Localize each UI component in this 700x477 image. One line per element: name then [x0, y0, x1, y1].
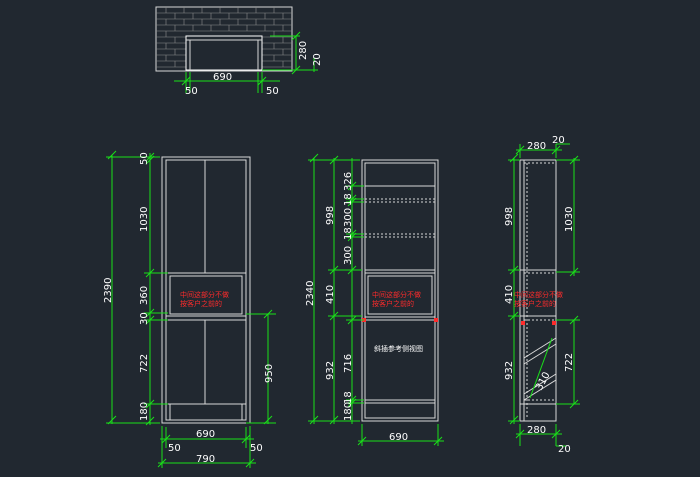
front-dim-50: 50: [139, 152, 150, 165]
section-dimension-lines: [308, 153, 444, 446]
plan-dimension-lines: [174, 31, 318, 93]
plan-dim-280: 280: [298, 41, 309, 60]
front-note-line2: 按客户之前的: [180, 299, 222, 308]
section-dim-410: 410: [325, 285, 336, 304]
side-dim-410: 410: [504, 285, 515, 304]
front-dim-50-right: 50: [250, 443, 263, 454]
section-dim-998: 998: [325, 206, 336, 225]
front-dim-722: 722: [139, 354, 150, 373]
section-dim-18-c: 18: [343, 391, 354, 404]
plan-dim-50-left: 50: [185, 86, 198, 97]
side-note-line1: 中间这部分不做: [514, 290, 563, 299]
section-dim-716: 716: [343, 354, 354, 373]
section-dim-18-b: 18: [343, 227, 354, 240]
side-dim-1030: 1030: [564, 207, 575, 232]
front-dim-1030: 1030: [139, 207, 150, 232]
section-view: 中间这部分不做 按客户之前的 斜插参考侧视图 2340 998: [305, 153, 444, 446]
section-dim-2340: 2340: [305, 281, 316, 306]
side-cabinet: [519, 159, 557, 422]
section-note-line1: 中间这部分不做: [372, 290, 421, 299]
section-dim-180: 180: [343, 402, 354, 421]
front-dim-30: 30: [139, 312, 150, 325]
side-note-line2: 按客户之前的: [514, 299, 556, 308]
side-view: 中间这部分不做 按客户之前的 280 20 998 410: [504, 135, 580, 455]
front-dim-690: 690: [196, 429, 215, 440]
section-dim-690: 690: [389, 432, 408, 443]
section-dim-326: 326: [343, 172, 354, 191]
plan-dim-690: 690: [213, 72, 232, 83]
front-dim-50-left: 50: [168, 443, 181, 454]
side-dim-310: 310: [534, 370, 553, 392]
side-dim-722: 722: [564, 353, 575, 372]
side-dim-20-top: 20: [552, 135, 565, 146]
front-note-line1: 中间这部分不做: [180, 290, 229, 299]
side-dim-932: 932: [504, 361, 515, 380]
brick-pattern: [156, 7, 292, 68]
front-dim-950: 950: [264, 364, 275, 383]
plan-dim-50-right: 50: [266, 86, 279, 97]
plan-dim-20: 20: [312, 53, 323, 66]
front-dim-180: 180: [139, 402, 150, 421]
front-dimension-lines: [106, 150, 276, 468]
section-dim-18-a: 18: [343, 193, 354, 206]
section-note-line2: 按客户之前的: [372, 299, 414, 308]
side-dim-280-top: 280: [527, 141, 546, 152]
side-dim-998: 998: [504, 207, 515, 226]
section-dim-300-b: 300: [343, 246, 354, 265]
side-dim-280-bottom: 280: [527, 425, 546, 436]
section-cabinet: [361, 159, 439, 422]
plan-view: 690 50 50 280 20: [155, 6, 323, 97]
section-view-label: 斜插参考侧视图: [374, 344, 423, 353]
side-dimension-lines: [508, 143, 580, 447]
section-shelves: [365, 198, 435, 238]
side-dim-20-bottom: 20: [558, 444, 571, 455]
plan-cabinet-opening: [185, 35, 263, 71]
front-dim-2390: 2390: [103, 278, 114, 303]
front-dim-790: 790: [196, 454, 215, 465]
front-dim-360: 360: [139, 286, 150, 305]
front-view: 中间这部分不做 按客户之前的 2390 50 1030 360: [103, 150, 276, 468]
side-pins: [521, 321, 556, 325]
section-dim-932: 932: [325, 361, 336, 380]
section-dim-300-a: 300: [343, 208, 354, 227]
side-dashed-lines: [524, 162, 556, 418]
front-cabinet: [161, 156, 251, 424]
